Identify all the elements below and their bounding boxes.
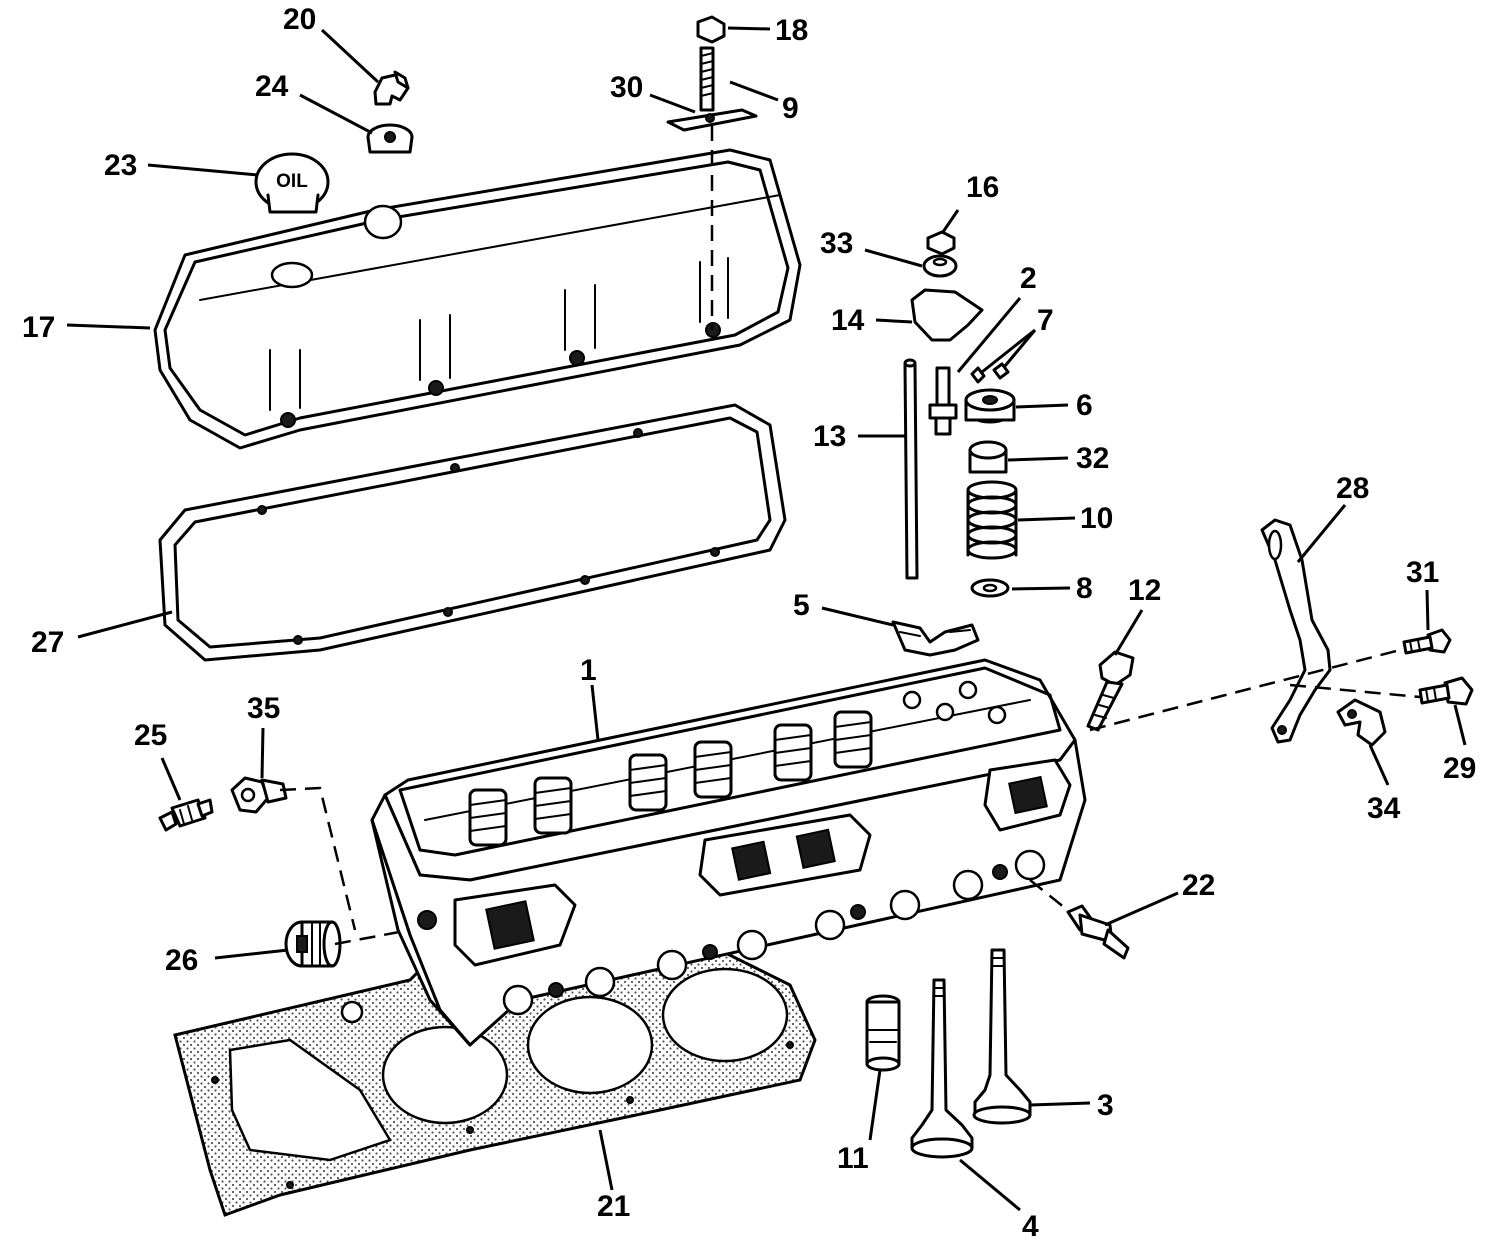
callout-28: 28 [1336, 472, 1369, 505]
callout-22: 22 [1182, 869, 1215, 902]
callout-25: 25 [134, 719, 167, 752]
pushrod [903, 358, 919, 580]
callout-4: 4 [1022, 1210, 1039, 1243]
callout-8: 8 [1076, 572, 1093, 605]
callout-3: 3 [1097, 1089, 1114, 1122]
callout-20: 20 [283, 3, 316, 36]
callout-35: 35 [247, 692, 280, 725]
callout-17: 17 [22, 311, 55, 344]
callout-12: 12 [1128, 574, 1161, 607]
cover-stud [666, 15, 758, 132]
bracket-bolt-long [1418, 676, 1474, 706]
valve-cover [153, 148, 802, 450]
callout-24: 24 [255, 70, 289, 103]
callout-29: 29 [1443, 752, 1476, 785]
oil-cap-stamp: OIL [276, 171, 308, 192]
callout-14: 14 [831, 304, 865, 337]
valve-cover-gasket [158, 403, 787, 662]
callout-27: 27 [31, 626, 64, 659]
callout-30: 30 [610, 71, 643, 104]
callout-6: 6 [1076, 389, 1093, 422]
callout-7: 7 [1037, 304, 1054, 337]
head-bolt [1086, 650, 1135, 732]
threaded-plug [284, 920, 342, 968]
callout-labels: 1 2 3 4 5 6 7 8 9 10 11 12 13 14 16 17 1… [22, 3, 1476, 1243]
callout-31: 31 [1406, 556, 1439, 589]
callout-2: 2 [1020, 262, 1037, 295]
pcv-elbow [373, 70, 410, 106]
breather-grommet [366, 123, 414, 154]
oil-fill-cap: OIL [254, 152, 330, 214]
pushrod-guide [891, 620, 980, 657]
callout-23: 23 [104, 149, 137, 182]
leader-lines [66, 26, 1467, 1212]
temp-sender-left [158, 798, 214, 832]
valve-guide [865, 994, 901, 1072]
head-gasket [173, 916, 817, 1217]
spring-shield [968, 440, 1008, 474]
cylinder-head [370, 658, 1087, 1047]
mounting-bracket [1260, 518, 1332, 744]
rocker-arm [910, 288, 984, 342]
callout-16: 16 [966, 171, 999, 204]
callout-11: 11 [837, 1142, 869, 1175]
rocker-stud [928, 366, 958, 436]
callout-21: 21 [597, 1190, 630, 1223]
rocker-ball [922, 254, 958, 278]
callout-26: 26 [165, 944, 198, 977]
bracket-bolt-short [1402, 628, 1452, 655]
valve-spring-row [468, 710, 873, 847]
valve-spring [966, 480, 1018, 560]
wire-clamp [1336, 698, 1387, 747]
callout-10: 10 [1080, 502, 1113, 535]
callout-5: 5 [793, 589, 810, 622]
callout-18: 18 [775, 14, 808, 47]
callout-9: 9 [782, 92, 799, 125]
valve-keepers [970, 362, 1010, 384]
pipe-plug-hex [230, 776, 288, 814]
temp-sender-right [1066, 904, 1130, 960]
callout-32: 32 [1076, 442, 1109, 475]
callout-33: 33 [820, 227, 853, 260]
spring-cap [964, 388, 1016, 424]
valve-long [972, 948, 1032, 1125]
valve-short [910, 978, 974, 1159]
callout-34: 34 [1367, 792, 1401, 825]
rocker-nut [926, 230, 956, 256]
callout-1: 1 [580, 654, 597, 687]
callout-13: 13 [813, 420, 846, 453]
spring-washer [970, 578, 1010, 598]
